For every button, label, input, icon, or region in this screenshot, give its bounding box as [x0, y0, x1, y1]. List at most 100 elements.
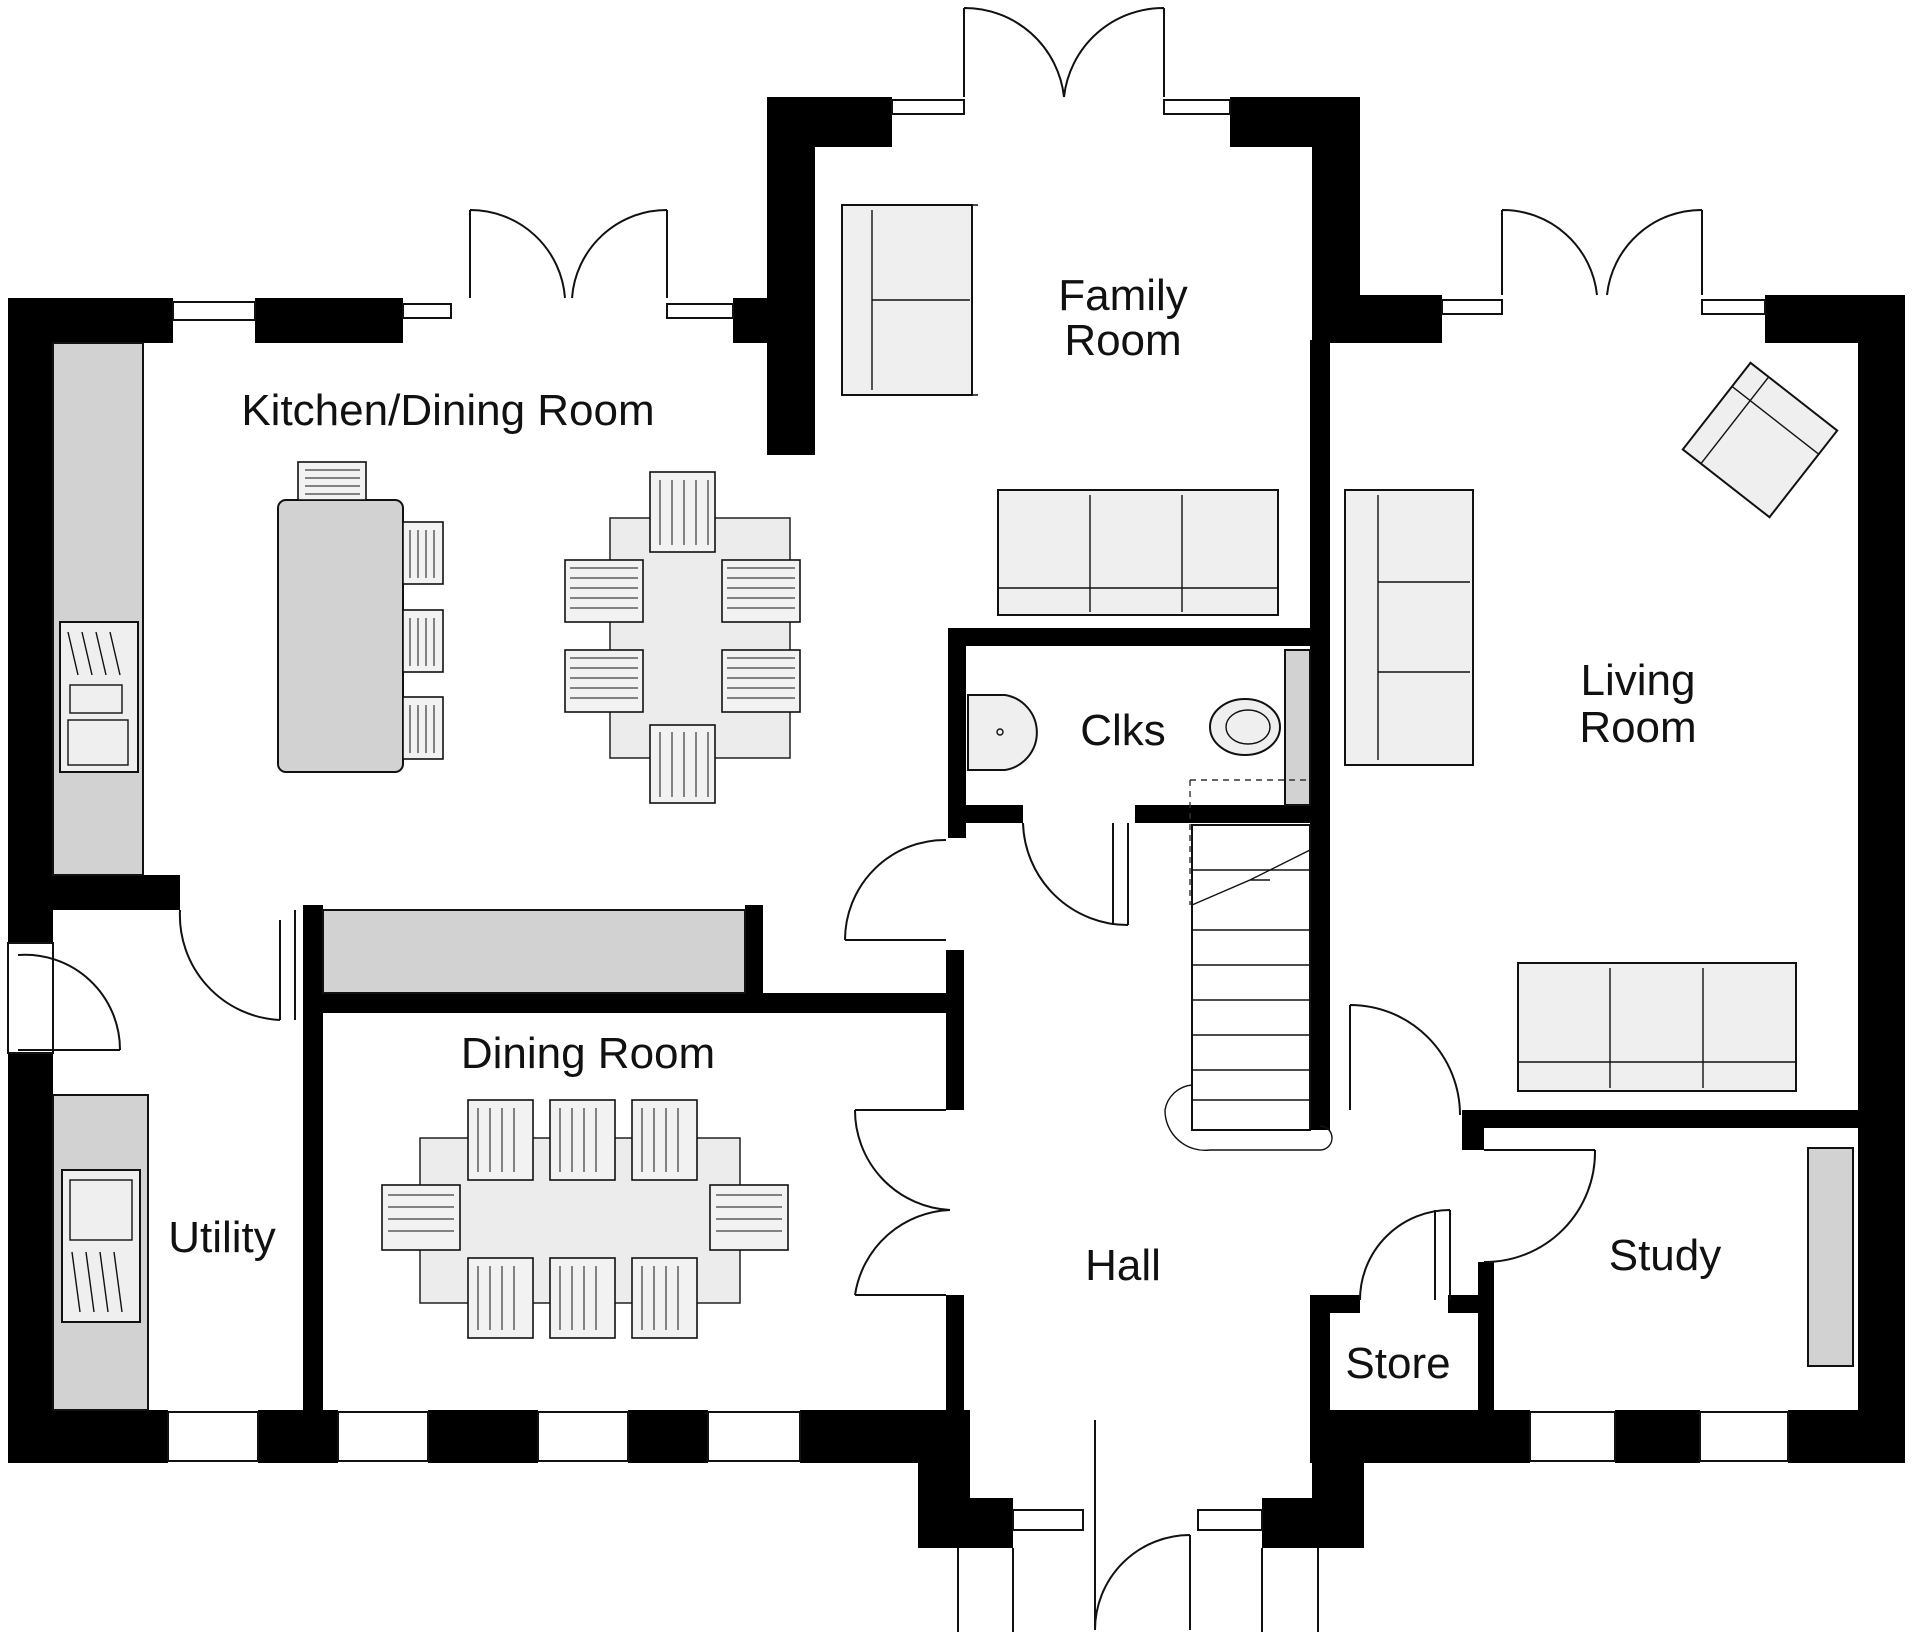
wall-top-kitchen-b: [255, 298, 403, 343]
living-armchair: [1681, 361, 1839, 519]
door-family-french[interactable]: [963, 6, 1165, 98]
dining-chairs: [381, 1099, 789, 1339]
window-living-top-b: [1701, 299, 1766, 315]
window-dining-bottom-b: [537, 1411, 629, 1462]
clks-dashed-boundary: [1189, 779, 1310, 905]
wall-study-left: [1478, 1262, 1494, 1412]
door-study[interactable]: [1483, 1149, 1597, 1264]
study-desk: [1807, 1147, 1854, 1367]
kitchen-sink-icon: [59, 621, 139, 773]
label-clks: Clks: [1080, 706, 1166, 755]
family-room-furniture: [841, 204, 1279, 616]
porch-columns: [957, 1548, 1319, 1632]
kitchen-dining-table: [609, 517, 791, 759]
doors: [17, 6, 1703, 1632]
basin-icon: [967, 694, 1038, 771]
door-hall-dining[interactable]: [853, 1109, 951, 1296]
wall-bottom-h: [1788, 1410, 1905, 1463]
wall-clks-top: [948, 628, 1310, 646]
label-dining: Dining Room: [461, 1029, 715, 1078]
window-dining-bottom-c: [707, 1411, 801, 1462]
wall-living-left: [1310, 340, 1330, 1130]
window-study-bottom-b: [1699, 1411, 1789, 1462]
label-living-1: Living: [1581, 656, 1696, 705]
window-kitchen-top-side-b: [666, 303, 734, 319]
dining-room-furniture: [381, 1099, 789, 1339]
door-kitchen-french[interactable]: [469, 208, 668, 299]
living-room-furniture: [1344, 361, 1839, 1092]
wall-bottom-d: [628, 1410, 708, 1463]
label-study: Study: [1609, 1231, 1722, 1280]
wall-family-top-a: [767, 97, 892, 147]
door-front[interactable]: [1094, 1420, 1191, 1631]
toilet-icon: [1209, 649, 1311, 806]
door-store[interactable]: [1359, 1209, 1451, 1301]
wall-store-bottom: [1310, 1410, 1490, 1428]
label-family-2: Room: [1064, 316, 1181, 365]
family-sofa: [997, 489, 1279, 616]
wall-left-upper: [8, 298, 53, 943]
living-sofa-bottom: [1517, 962, 1797, 1092]
wall-store-top-a: [1310, 1295, 1360, 1313]
wall-bottom-b: [258, 1410, 338, 1463]
wall-porch-right-foot: [1262, 1498, 1362, 1548]
stair-winder: [1191, 849, 1311, 906]
wall-left-lower: [8, 1053, 53, 1463]
wall-bottom-c: [428, 1410, 538, 1463]
walls: [8, 97, 1905, 1548]
wall-bottom-e: [800, 1410, 920, 1463]
wall-bottom-g: [1615, 1410, 1700, 1463]
wall-dining-right-a: [946, 950, 964, 1110]
wall-top-living-a: [1312, 295, 1442, 343]
utility-fittings: [52, 1094, 149, 1411]
window-dining-bottom-a: [337, 1411, 429, 1462]
island-stools: [297, 461, 444, 760]
wall-study-nib: [1462, 1110, 1484, 1150]
window-study-bottom-a: [1529, 1411, 1616, 1462]
wall-store-left: [1310, 1295, 1330, 1415]
label-hall: Hall: [1085, 1241, 1161, 1290]
label-utility: Utility: [168, 1213, 276, 1262]
wall-kitchen-nib-left: [8, 875, 108, 910]
kitchen-counter-left: [52, 342, 144, 876]
window-porch-left: [1012, 1509, 1084, 1531]
window-family-top-b: [1163, 99, 1231, 115]
window-family-top-a: [891, 99, 965, 115]
wall-right: [1858, 295, 1905, 1463]
kitchen-sideboard: [322, 909, 746, 994]
wall-clks-bottom-a: [948, 805, 1023, 823]
label-family-1: Family: [1058, 271, 1188, 320]
window-kitchen-top: [172, 301, 256, 321]
door-hall-living[interactable]: [1349, 1004, 1461, 1116]
door-utility-side[interactable]: [17, 953, 122, 1051]
door-living-french[interactable]: [1501, 208, 1703, 296]
windows: [7, 99, 1789, 1531]
wall-store-top-b: [1448, 1295, 1488, 1313]
wall-dining-left: [303, 905, 323, 1413]
utility-sink-icon: [61, 1169, 141, 1323]
wall-clks-left: [948, 628, 966, 838]
clks-fittings: [967, 649, 1311, 905]
stair-curtail: [1164, 1084, 1333, 1152]
window-porch-right: [1197, 1509, 1263, 1531]
label-kitchen-dining: Kitchen/Dining Room: [241, 386, 654, 435]
label-living-2: Room: [1579, 703, 1696, 752]
wall-dining-right-b: [946, 1295, 964, 1413]
window-utility-side: [7, 942, 54, 1054]
wall-dining-top: [303, 993, 958, 1013]
wall-study-top: [1462, 1110, 1862, 1128]
door-clks[interactable]: [1022, 822, 1129, 926]
stair-treads: [1192, 869, 1310, 1101]
door-hall-kitchen[interactable]: [844, 838, 947, 941]
wall-family-left: [767, 97, 815, 455]
kitchen-fittings: [52, 342, 801, 994]
window-utility-bottom: [167, 1411, 259, 1462]
wall-porch-left-foot: [918, 1498, 1013, 1548]
wall-bottom-a: [8, 1410, 168, 1463]
wall-top-kitchen-a: [8, 298, 173, 343]
door-kitchen-utility[interactable]: [178, 909, 296, 1021]
wall-kitchen-sideboard-end: [745, 905, 763, 997]
stair-outline: [1191, 824, 1311, 1131]
staircase: [1164, 824, 1333, 1152]
